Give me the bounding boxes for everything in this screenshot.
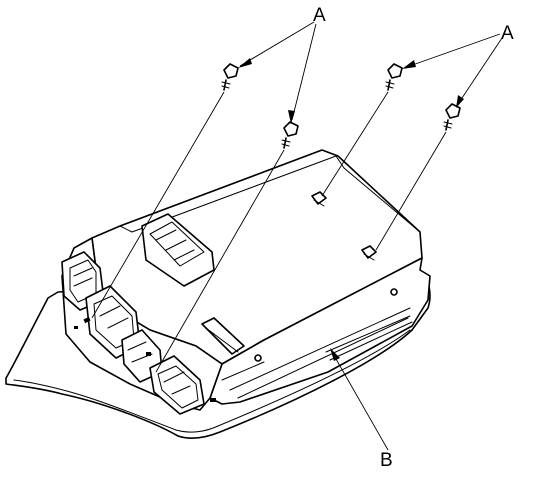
screw-1 xyxy=(221,63,239,91)
callout-a-label: A xyxy=(313,5,326,26)
control-unit-housing xyxy=(61,149,431,411)
leader-lines-a-left xyxy=(238,21,317,124)
screw-4 xyxy=(443,103,461,131)
leader-line-b xyxy=(330,348,389,451)
callout-b-label: B xyxy=(380,450,393,471)
callout-a-label: A xyxy=(501,23,514,44)
connectors xyxy=(61,213,245,415)
screw-3 xyxy=(385,63,403,91)
leader-lines-a-right xyxy=(402,33,503,108)
screw-alignment-lines xyxy=(91,91,447,373)
screw-2 xyxy=(281,121,299,149)
